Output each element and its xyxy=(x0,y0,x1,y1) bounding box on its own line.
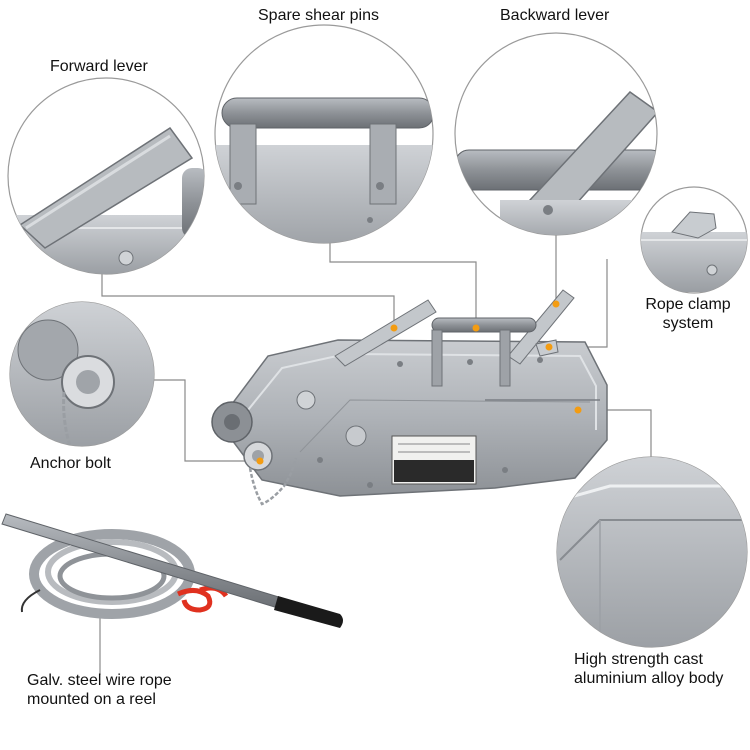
label-backward-lever: Backward lever xyxy=(500,7,610,24)
zoom-rope-clamp xyxy=(640,186,748,294)
marker-alloy-body xyxy=(574,406,582,414)
label-alloy-body-line2: aluminium alloy body xyxy=(574,670,724,687)
leader-spare-shear-pins xyxy=(329,243,477,326)
label-forward-lever: Forward lever xyxy=(50,58,148,75)
label-spare-shear-pins: Spare shear pins xyxy=(258,7,379,24)
zoom-backward-lever xyxy=(454,32,658,236)
leader-anchor-bolt xyxy=(150,379,259,462)
zoom-anchor-bolt xyxy=(9,301,155,447)
label-alloy-body: High strength cast aluminium alloy body xyxy=(574,650,723,688)
marker-backward-lever xyxy=(552,300,560,308)
marker-rope-clamp xyxy=(545,343,553,351)
label-anchor-bolt: Anchor bolt xyxy=(30,455,111,472)
label-alloy-body-line1: High strength cast xyxy=(574,651,703,668)
zoom-spare-shear-pins xyxy=(214,24,434,244)
marker-spare-shear-pins xyxy=(472,324,480,332)
leader-forward-lever xyxy=(101,270,395,326)
label-wire-rope-line1: Galv. steel wire rope xyxy=(27,672,172,689)
marker-forward-lever xyxy=(390,324,398,332)
label-rope-clamp-system: Rope clamp system xyxy=(628,295,748,333)
label-wire-rope-line2: mounted on a reel xyxy=(27,691,156,708)
label-rope-clamp-line2: system xyxy=(662,315,714,332)
marker-anchor-bolt xyxy=(256,457,264,465)
hoist-body xyxy=(211,339,608,506)
zoom-forward-lever xyxy=(7,77,205,275)
telescopic-handle xyxy=(1,513,343,628)
zoom-alloy-body xyxy=(556,456,748,648)
hoist-levers xyxy=(334,289,575,387)
label-rope-clamp-line1: Rope clamp xyxy=(645,296,731,313)
label-wire-rope: Galv. steel wire rope mounted on a reel xyxy=(27,671,172,709)
